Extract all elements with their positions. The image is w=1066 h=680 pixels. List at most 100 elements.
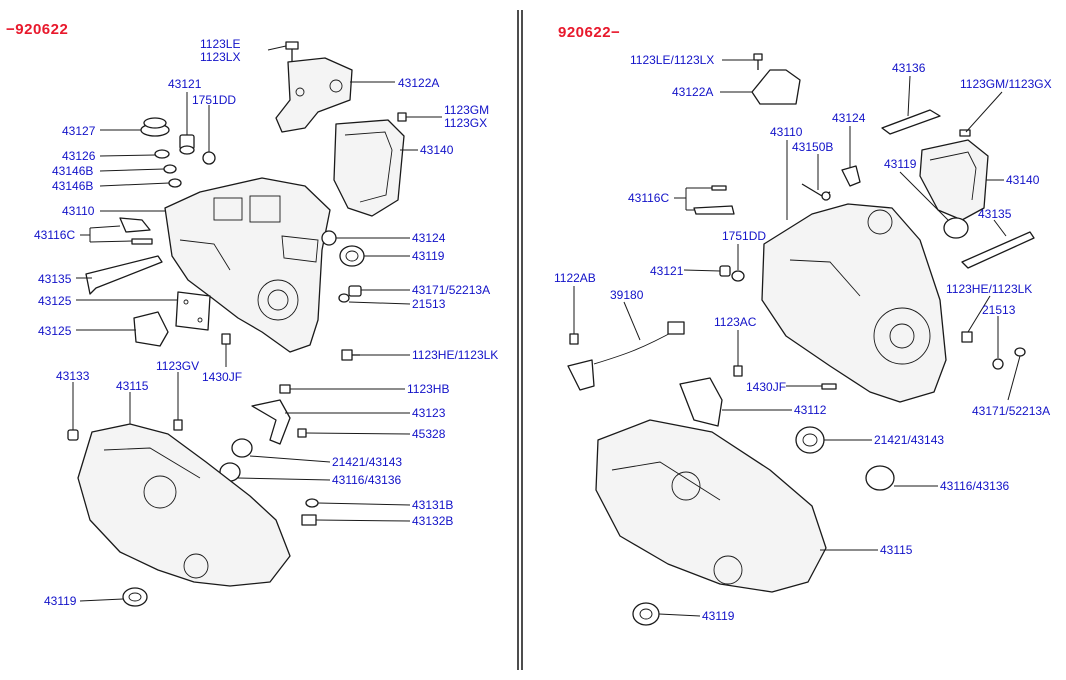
label-1123gm-1123gx: 1123GM/1123GX [960, 77, 1052, 91]
label-21513: 21513 [982, 303, 1016, 317]
right-pin-1430jf [821, 383, 837, 390]
label-1123le-1123lx: 1123LE/1123LX [630, 53, 714, 67]
left-boot-43127 [140, 117, 170, 137]
right-plate-43135 [961, 231, 1035, 269]
left-case-43110 [164, 177, 331, 353]
label-43119-lower: 43119 [702, 609, 735, 623]
label-43171-52213a: 43171/52213A [972, 404, 1050, 418]
label-43146b-b: 43146B [52, 179, 93, 193]
label-1123gx: 1123GX [444, 116, 487, 130]
right-elbow-43124 [841, 165, 861, 187]
label-45328: 45328 [412, 427, 446, 441]
right-bolt-1123he [961, 331, 973, 343]
label-43123: 43123 [412, 406, 446, 420]
right-seal-1751dd [731, 270, 745, 282]
left-pin-1430jf [221, 333, 231, 345]
right-plug-21513 [992, 358, 1004, 370]
label-1122ab: 1122AB [554, 271, 596, 285]
label-43110: 43110 [62, 204, 95, 218]
left-plate-43125-upper [175, 291, 211, 331]
label-1123lx: 1123LX [200, 50, 240, 64]
left-plug-43133 [67, 429, 79, 441]
left-cover-43140 [333, 119, 405, 217]
left-bolt-1123he [341, 349, 360, 361]
label-1430jf: 1430JF [202, 370, 242, 384]
right-seal-43119-upper [943, 217, 969, 239]
right-plug-43121 [719, 265, 731, 277]
right-bracket-43112 [679, 377, 723, 427]
label-43131b: 43131B [412, 498, 453, 512]
label-43125-a: 43125 [38, 294, 72, 308]
label-43115: 43115 [116, 379, 149, 393]
left-seal-43119 [339, 245, 365, 267]
right-bolt-1122ab [569, 333, 579, 345]
left-plate-43135 [85, 255, 163, 295]
left-bolt-1123hb [279, 384, 291, 394]
label-21513: 21513 [412, 297, 446, 311]
label-43135: 43135 [38, 272, 72, 286]
label-43133: 43133 [56, 369, 90, 383]
label-43121: 43121 [650, 264, 684, 278]
right-cap-43171 [1014, 347, 1026, 357]
left-washer-43146b [163, 164, 182, 188]
label-43124: 43124 [832, 111, 866, 125]
right-bracket-43122a [751, 69, 801, 105]
right-part-labels: 1123LE/1123LX 43136 43122A 1123GM/1123GX… [554, 53, 1052, 623]
label-21421-43143: 21421/43143 [874, 433, 944, 447]
label-1123le: 1123LE [200, 37, 240, 51]
label-43116-43136: 43116/43136 [332, 473, 402, 487]
label-1430jf: 1430JF [746, 380, 786, 394]
label-43110: 43110 [770, 125, 803, 139]
left-plate-43125-lower [133, 311, 169, 347]
right-seal-21421 [795, 426, 825, 454]
label-43140: 43140 [1006, 173, 1040, 187]
label-39180: 39180 [610, 288, 644, 302]
label-43116c: 43116C [628, 191, 669, 205]
right-bolt-1123le [753, 53, 763, 70]
label-43126: 43126 [62, 149, 96, 163]
right-plate-43116 [865, 465, 895, 491]
label-43119: 43119 [412, 249, 445, 263]
right-plate-43136 [881, 109, 941, 135]
left-seal-1751dd [202, 151, 216, 165]
label-43132b: 43132B [412, 514, 453, 528]
left-part-labels: 1123LE 1123LX 43122A 43121 1751DD 1123GM… [34, 37, 498, 608]
label-43116c: 43116C [34, 228, 75, 242]
right-tube-43150b [801, 183, 831, 201]
label-21421-43143: 21421/43143 [332, 455, 402, 469]
right-date-range: 920622− [558, 24, 621, 41]
left-plug-43132b [301, 514, 317, 526]
label-43119-upper: 43119 [884, 157, 917, 171]
label-43124: 43124 [412, 231, 446, 245]
left-plug-43131b [305, 498, 319, 508]
right-sensor-39180 [567, 321, 685, 391]
label-43136: 43136 [892, 61, 926, 75]
right-bolt-1123ac [733, 365, 743, 377]
label-1751dd: 1751DD [722, 229, 766, 243]
right-case-43110 [761, 203, 947, 403]
left-plug-43124 [321, 230, 337, 246]
label-43127: 43127 [62, 124, 96, 138]
right-seal-43119-lower [632, 602, 660, 626]
label-43125-b: 43125 [38, 324, 72, 338]
left-bracket-43122a [275, 57, 353, 133]
left-bolt-45328 [297, 428, 307, 438]
leader-lines [72, 45, 1021, 617]
left-bolt-1123gv [173, 419, 183, 431]
label-43115: 43115 [880, 543, 913, 557]
right-bolt-1123gm [959, 129, 971, 137]
label-43171-52213a: 43171/52213A [412, 283, 490, 297]
left-bracket-43123 [251, 399, 291, 445]
label-43121: 43121 [168, 77, 202, 91]
label-43135: 43135 [978, 207, 1012, 221]
label-1123he-1123lk: 1123HE/1123LK [412, 348, 498, 362]
left-washer-43126 [154, 149, 170, 159]
left-case-43115 [77, 423, 291, 587]
left-cap-43171 [338, 285, 362, 303]
left-date-range: −920622 [6, 21, 69, 38]
label-43150b: 43150B [792, 140, 833, 154]
label-1123gv: 1123GV [156, 359, 199, 373]
left-plug-43121 [179, 134, 195, 155]
